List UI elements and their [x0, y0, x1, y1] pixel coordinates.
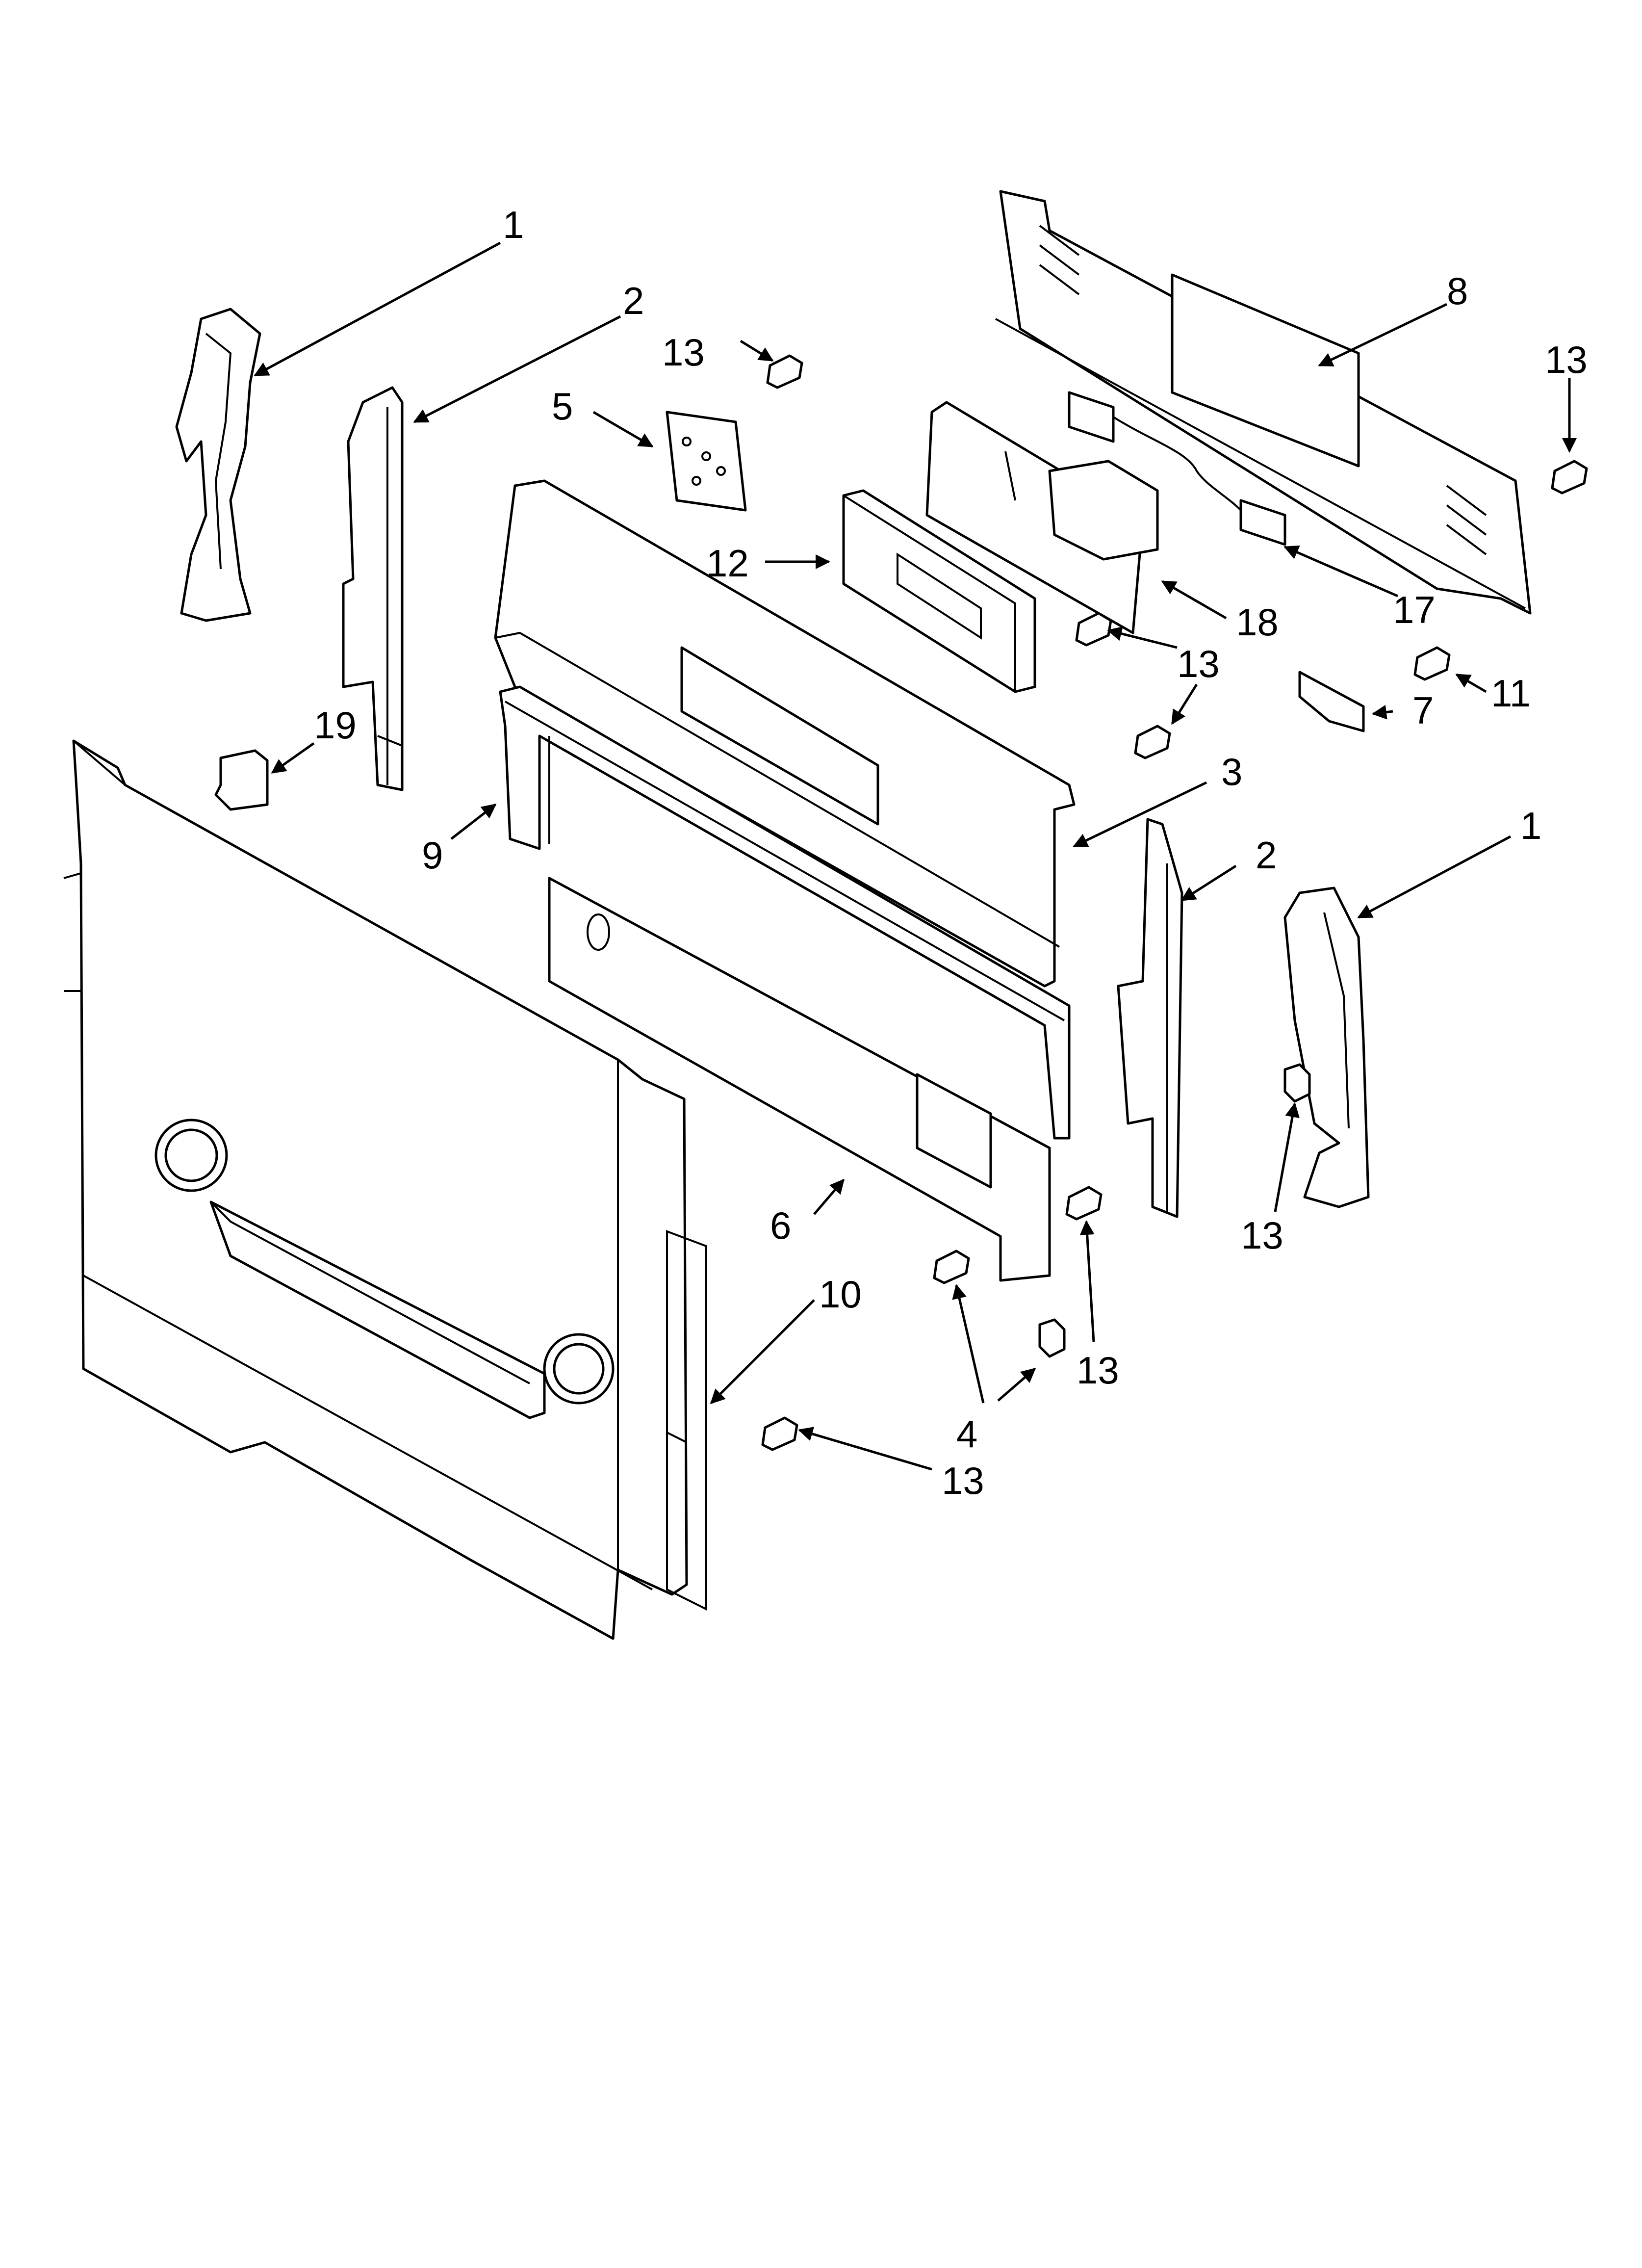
label-7: 7	[1412, 689, 1434, 732]
part-5-board	[666, 411, 747, 512]
label-11: 11	[1491, 672, 1531, 715]
label-3: 3	[1221, 750, 1242, 793]
screw-13-right-lower	[1065, 1186, 1103, 1221]
label-6: 6	[770, 1204, 791, 1247]
label-1-left: 1	[503, 203, 524, 246]
screw-4-a	[933, 1250, 970, 1284]
part-18-control-bracket	[925, 401, 1159, 634]
label-10: 10	[819, 1273, 862, 1316]
label-17: 17	[1393, 588, 1436, 631]
label-13-topright: 13	[1545, 338, 1588, 381]
label-13-center: 13	[1077, 1349, 1119, 1392]
label-8: 8	[1447, 269, 1468, 313]
part-9-trim	[499, 685, 1071, 1140]
label-13-mid: 13	[1177, 642, 1220, 685]
screw-11	[1413, 646, 1451, 681]
part-6-cover	[548, 877, 1051, 1282]
screw-13-mid-a	[1075, 612, 1112, 647]
part-8-rear-panel	[995, 190, 1532, 615]
label-2-left: 2	[623, 279, 644, 322]
label-9: 9	[422, 834, 443, 877]
screw-13-top	[766, 354, 803, 389]
leader-lines	[254, 241, 1577, 1471]
part-1-right-trim	[1283, 886, 1370, 1208]
label-1-right: 1	[1520, 804, 1541, 847]
label-5: 5	[552, 385, 573, 428]
label-12: 12	[706, 542, 749, 585]
part-2-right-bracket	[1117, 818, 1183, 1218]
part-1-left-trim	[175, 308, 261, 622]
part-17-harness	[1068, 391, 1286, 546]
label-18: 18	[1236, 600, 1279, 644]
label-4: 4	[956, 1412, 977, 1456]
part-2-left-bracket	[342, 386, 404, 791]
screw-13-mid-b	[1134, 725, 1171, 759]
label-2-right: 2	[1256, 834, 1277, 877]
part-19-clip	[214, 749, 269, 811]
label-13-bottom: 13	[942, 1459, 984, 1502]
label-13-right: 13	[1241, 1214, 1283, 1257]
part-7-clip	[1298, 671, 1365, 732]
screw-group	[761, 354, 1588, 1451]
screw-13-side	[1283, 1063, 1311, 1103]
screw-13-topright	[1551, 460, 1588, 495]
part-12-control-module	[842, 489, 1036, 693]
label-19: 19	[314, 704, 357, 747]
callout-labels: 1 2 13 5 8 13 12 18 17 13 11 7 19 3 1 9 …	[314, 203, 1588, 1502]
label-13-top: 13	[662, 331, 705, 374]
part-3-console	[494, 479, 1076, 988]
part-10-lower-panel	[63, 739, 707, 1640]
screw-4-b	[1038, 1318, 1066, 1358]
screw-13-bottom	[761, 1416, 798, 1451]
